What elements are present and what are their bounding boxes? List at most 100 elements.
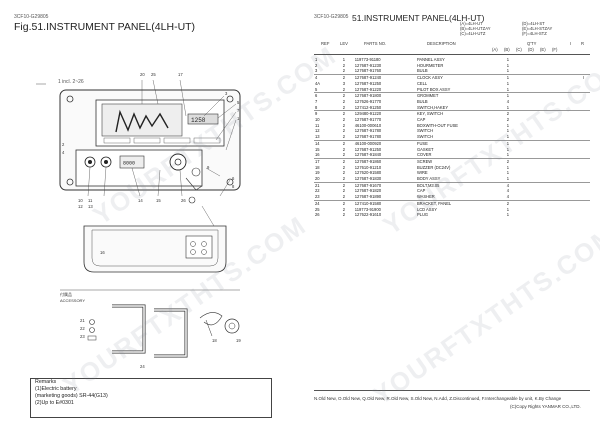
row-ref: 17 <box>315 158 320 164</box>
row-qty-f <box>565 212 577 218</box>
row-lev: 2 <box>333 86 354 94</box>
row-parts-no: 127687-91250 <box>354 80 382 86</box>
row-ref: 25 <box>315 206 320 212</box>
col-parts-no: PARTS NO. <box>364 41 387 46</box>
row-ref: 12 <box>315 128 320 134</box>
row-lev: 2 <box>333 176 354 183</box>
qty-col-a: (A) <box>492 47 498 52</box>
row-parts-no: 127620-91580 <box>354 170 382 176</box>
row-lev: 2 <box>333 194 354 201</box>
callout-15: 15 <box>156 198 161 203</box>
row-qty-f <box>565 134 578 141</box>
row-qty-c <box>527 134 541 141</box>
callout-24: 24 <box>140 364 145 369</box>
callout-21: 21 <box>80 318 85 323</box>
row-qty-a: 4 <box>506 188 510 194</box>
row-qty-a: 2 <box>506 158 510 164</box>
row-parts-no: 127626-91770 <box>354 98 382 104</box>
row-parts-no: 127687-91230 <box>354 62 382 68</box>
col-qty: Q'TY <box>527 41 537 46</box>
model-codes-left: (A)=4LH-UT (B)=4LH-UTZAY (C)=4LH-UTZ <box>460 21 491 37</box>
row-description: SCREW <box>416 158 433 164</box>
row-lev: 2 <box>342 111 345 117</box>
row-qty-a: 1 <box>500 152 516 159</box>
row-description: BOLT,M3.05 <box>416 182 440 188</box>
remarks-line-1: (1)Electric battery <box>35 386 77 392</box>
row-description: CAP <box>416 188 426 194</box>
model-codes-right: (D)=4LH-ST (E)=4LH-STZAY (F)=4LH-STZ <box>522 21 552 37</box>
row-description: CLOCK ASSY <box>416 75 443 81</box>
row-parts-no: 127687-91780 <box>354 128 382 134</box>
row-qty-a: 1 <box>500 176 516 183</box>
row-ref: 7 <box>315 98 318 104</box>
qty-col-i: I <box>570 41 572 46</box>
row-interchange <box>577 212 590 218</box>
row-qty-f <box>565 104 578 112</box>
row-description: FUSE <box>416 140 428 146</box>
row-qty-a: 1 <box>506 212 510 218</box>
row-description: BUZZER (DC24V) <box>416 164 451 170</box>
row-description: PANNEL ASSY <box>416 57 445 62</box>
row-description: WIRE <box>416 170 428 176</box>
accessory-label-ja: 付属品 <box>60 292 72 297</box>
model-code: (A)=4LH-UT <box>460 21 483 26</box>
row-description: BODY ASSY <box>415 176 501 183</box>
row-ref: 14 <box>315 140 320 146</box>
row-lev: 2 <box>342 98 345 104</box>
row-qty-a: 1 <box>506 62 510 68</box>
row-description: KEY, SWITCH <box>416 111 444 117</box>
row-qty-a: 1 <box>506 80 510 86</box>
row-qty-f <box>565 68 578 76</box>
row-lev: 2 <box>342 117 345 123</box>
accessory-label-en: ACCESSORY <box>60 298 86 303</box>
footer-legend: N.Old New, O.Old New, Q.Old New, R.Old N… <box>314 396 562 401</box>
row-qty-a: 4 <box>500 194 516 201</box>
row-parts-no: 127687-91800 <box>354 93 382 99</box>
row-interchange <box>577 176 590 183</box>
row-ref: 6 <box>315 93 318 99</box>
svg-text:8000: 8000 <box>123 161 135 167</box>
row-qty-d <box>540 86 553 94</box>
model-code: (C)=4LH-UTZ <box>460 31 486 37</box>
row-description: PLUG <box>416 212 429 218</box>
row-qty-a: 1 <box>506 146 510 152</box>
row-ref: 11 <box>315 122 320 128</box>
row-parts-no: 119773-91180 <box>354 57 381 62</box>
row-ref: 18 <box>315 164 320 170</box>
right-page-title: 51.INSTRUMENT PANEL(4LH-UT) <box>352 13 485 23</box>
row-parts-no: 127610-91210 <box>354 164 382 170</box>
callout-22: 22 <box>80 326 85 331</box>
row-qty-e <box>552 86 566 94</box>
row-qty-d <box>540 134 553 141</box>
row-lev: 2 <box>342 164 345 170</box>
callout-3: 3 <box>225 91 228 96</box>
accessory-label: 付属品 ACCESSORY <box>60 292 85 303</box>
qty-col-r: R <box>581 41 585 46</box>
row-qty-c <box>527 86 541 94</box>
row-qty-a: 1 <box>500 134 516 141</box>
row-lev: 2 <box>342 75 345 81</box>
row-parts-no: 119773-91900 <box>354 206 381 212</box>
col-lev: LEV <box>340 41 348 46</box>
row-qty-e <box>552 134 566 141</box>
copyright: (C)Copy Rights YANMAR CO.,LTD. <box>510 404 581 409</box>
row-lev: 2 <box>342 140 345 146</box>
row-lev: 2 <box>342 93 345 99</box>
row-parts-no: 127687-91770 <box>354 117 382 123</box>
row-description: BULB <box>415 68 501 76</box>
qty-col-c: (C) <box>516 47 522 52</box>
row-parts-no: 127687-91820 <box>354 188 382 194</box>
row-qty-b <box>515 134 528 141</box>
